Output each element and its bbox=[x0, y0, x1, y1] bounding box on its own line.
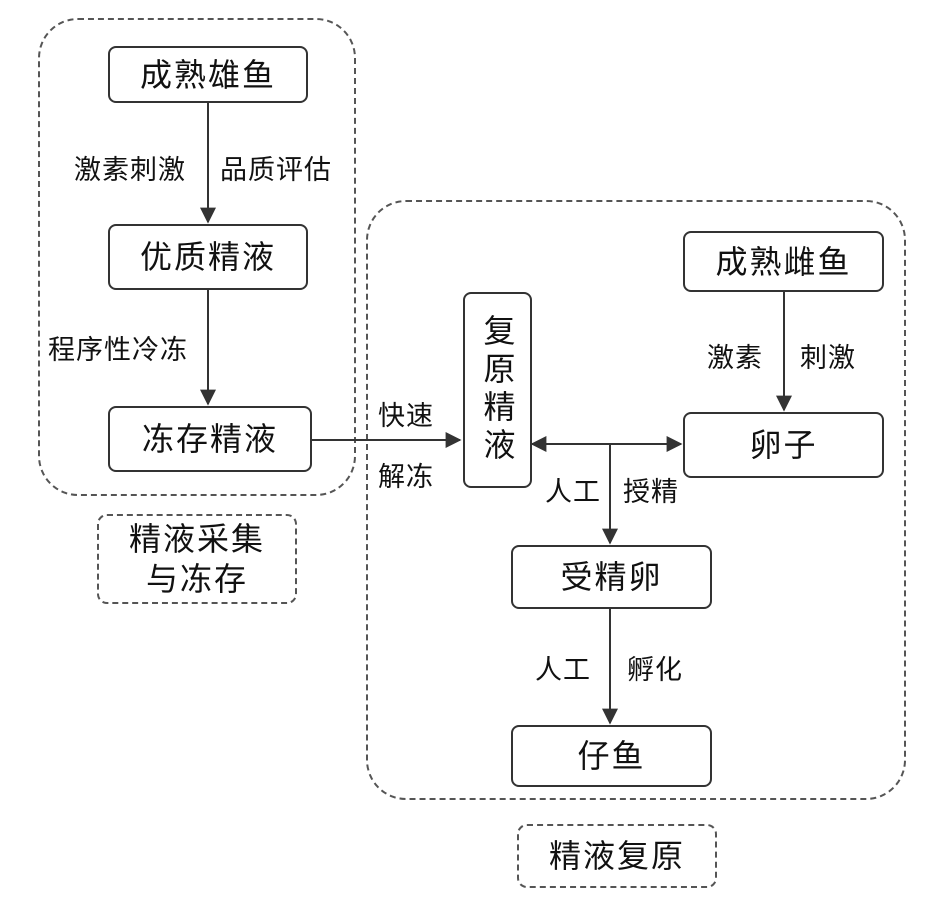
label-thaw: 解冻 bbox=[378, 455, 434, 494]
node-restored-semen: 复原精液 bbox=[463, 292, 532, 488]
label-stimulation: 刺激 bbox=[800, 336, 856, 375]
label-fast: 快速 bbox=[378, 394, 434, 433]
node-mature-female-fish: 成熟雌鱼 bbox=[683, 231, 884, 292]
caption-semen-collection-freezing: 精液采集 与冻存 bbox=[97, 514, 297, 604]
node-mature-male-fish: 成熟雄鱼 bbox=[108, 46, 308, 103]
node-eggs: 卵子 bbox=[683, 412, 884, 478]
label-artificial-insemination-1: 人工 bbox=[545, 470, 601, 509]
label-artificial-hatching-1: 人工 bbox=[535, 648, 591, 687]
caption-semen-restoration: 精液复原 bbox=[517, 824, 717, 888]
label-insemination: 授精 bbox=[623, 470, 679, 509]
node-quality-semen: 优质精液 bbox=[108, 224, 308, 290]
node-fry: 仔鱼 bbox=[511, 725, 712, 787]
label-hormone-stimulation: 激素刺激 bbox=[74, 148, 186, 187]
label-quality-evaluation: 品质评估 bbox=[220, 148, 332, 187]
caption-line-2: 与冻存 bbox=[146, 559, 248, 599]
label-hatching: 孵化 bbox=[627, 648, 683, 687]
label-programmed-freezing: 程序性冷冻 bbox=[48, 328, 188, 367]
label-hormone: 激素 bbox=[707, 336, 763, 375]
node-frozen-semen: 冻存精液 bbox=[108, 406, 312, 472]
caption-line-1: 精液采集 bbox=[129, 519, 265, 559]
node-fertilized-eggs: 受精卵 bbox=[511, 545, 712, 609]
